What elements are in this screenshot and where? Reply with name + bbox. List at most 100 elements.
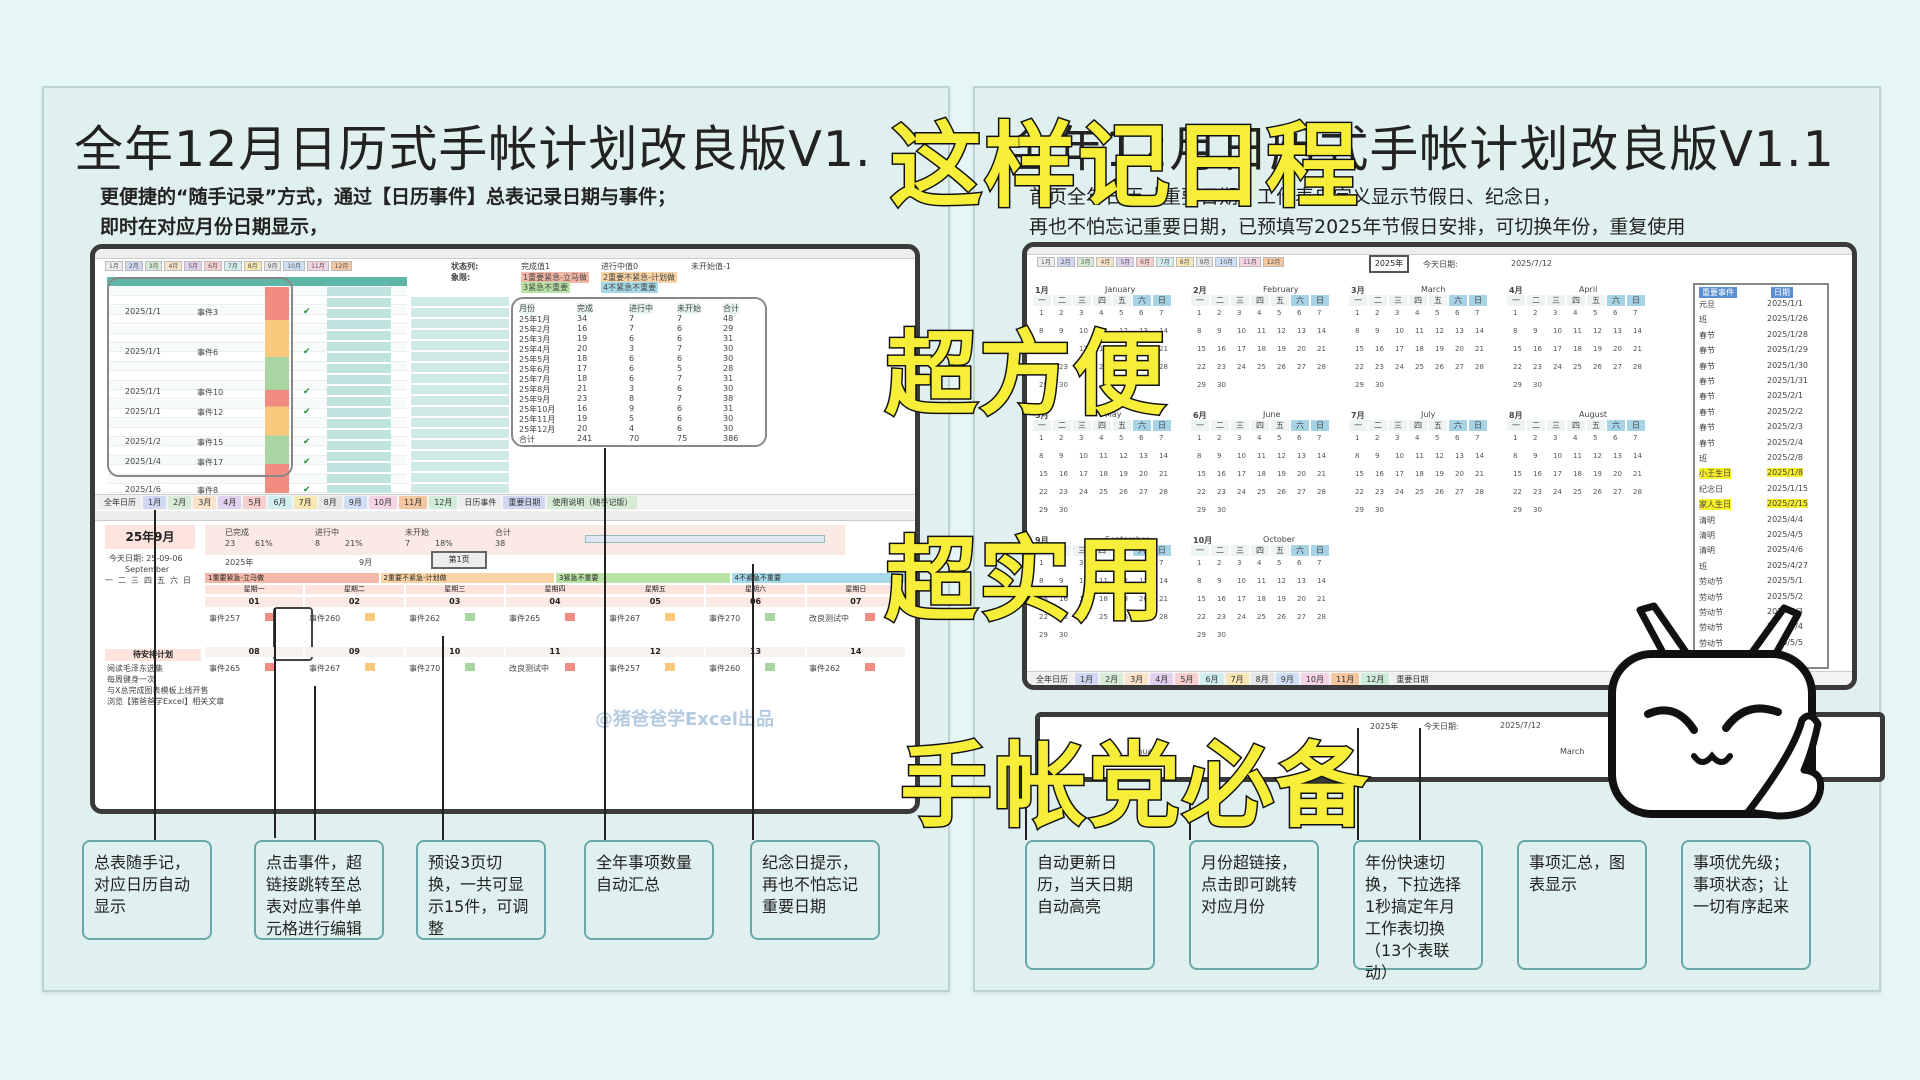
day-event[interactable]: 改良测试中 [509,664,549,673]
sheet-tab-1[interactable]: 1月 [1075,673,1099,685]
sheet-tab-10[interactable]: 10月 [368,496,398,509]
event-name[interactable]: 事件6 [197,348,219,357]
month-cn-label[interactable]: 6月 [1193,411,1207,420]
month-button-1[interactable]: 1月 [1037,257,1055,267]
month-cn-label[interactable]: 9月 [1035,536,1049,545]
sheet-tab-7[interactable]: 7月 [293,496,317,509]
year-dropdown[interactable]: 2025年 [1369,255,1409,273]
month-cn-label[interactable]: 5月 [1035,411,1049,420]
month-button-9[interactable]: 9月 [263,261,282,271]
month-button-8[interactable]: 8月 [1175,257,1194,267]
month-button-6[interactable]: 6月 [1136,257,1154,267]
sheet-tab-15[interactable]: 使用说明（随手记版） [547,496,638,509]
day-event[interactable]: 事件270 [409,664,441,673]
sheet-tab-3[interactable]: 3月 [1125,673,1149,685]
month-button-7[interactable]: 7月 [223,261,242,271]
day-event[interactable]: 事件267 [609,614,641,623]
sheet-tab-4[interactable]: 4月 [218,496,242,509]
month-cn-label[interactable]: 10月 [1193,536,1213,545]
month-button-12[interactable]: 12月 [330,261,353,271]
sheet-tab-0[interactable]: 全年日历 [1031,673,1073,685]
month-cn-label[interactable]: 7月 [1351,411,1365,420]
calendar-day: 4 [1099,309,1104,317]
sheet-tab-5[interactable]: 5月 [243,496,267,509]
sheet-tab-7[interactable]: 7月 [1225,673,1249,685]
day-event[interactable]: 事件270 [709,614,741,623]
event-name[interactable]: 事件8 [197,486,219,495]
sheet-tab-8[interactable]: 8月 [318,496,342,509]
month-cn-label[interactable]: 3月 [1351,286,1365,295]
sheet-tab-3[interactable]: 3月 [193,496,217,509]
sheet-tab-13[interactable]: 重要日期 [1391,673,1434,685]
sheet-tab-11[interactable]: 11月 [399,496,428,509]
month-cn-label[interactable]: 1月 [1035,286,1049,295]
month-button-8[interactable]: 8月 [243,261,262,271]
month-button-5[interactable]: 5月 [1116,257,1135,267]
day-event[interactable]: 事件257 [609,664,641,673]
day-event[interactable]: 事件262 [809,664,841,673]
month-button-11[interactable]: 11月 [1239,257,1261,267]
month-button-10[interactable]: 10月 [1215,257,1238,267]
sheet-tab-14[interactable]: 重要日期 [503,496,546,509]
sheet-tab-5[interactable]: 5月 [1175,673,1199,685]
event-name[interactable]: 事件12 [197,408,224,417]
event-name[interactable]: 事件10 [197,388,224,397]
month-cn-label[interactable]: 8月 [1509,411,1523,420]
month-button-4[interactable]: 4月 [1096,257,1115,267]
sheet-tab-8[interactable]: 8月 [1250,673,1274,685]
sheet-tab-12[interactable]: 12月 [429,496,458,509]
sheet-tab-0[interactable]: 全年日历 [99,496,141,509]
day-event[interactable]: 事件265 [209,664,241,673]
day-event[interactable]: 事件260 [709,664,741,673]
month-button-1[interactable]: 1月 [105,261,123,271]
sheet-tab-12[interactable]: 12月 [1361,673,1390,685]
sheet-tab-6[interactable]: 6月 [1200,673,1224,685]
event-name[interactable]: 事件3 [197,308,219,317]
sheet-tab-10[interactable]: 10月 [1300,673,1330,685]
month-button-2[interactable]: 2月 [1056,257,1075,267]
event-name[interactable]: 事件17 [197,458,224,467]
month-button-9[interactable]: 9月 [1195,257,1214,267]
month-button-11[interactable]: 11月 [307,261,329,271]
month-cn-label[interactable]: 4月 [1509,286,1523,295]
page-switch-dropdown[interactable]: 第1页 [431,551,487,569]
day-event[interactable]: 事件262 [409,614,441,623]
month-button-3[interactable]: 3月 [144,261,163,271]
month-cn-label[interactable]: 2月 [1193,286,1207,295]
month-button-2[interactable]: 2月 [124,261,143,271]
sheet-tab-9[interactable]: 9月 [343,496,367,509]
sheet-tab-11[interactable]: 11月 [1331,673,1360,685]
sheet-tab-4[interactable]: 4月 [1150,673,1174,685]
sheet-tab-13[interactable]: 日历事件 [459,496,502,509]
sheet-tab-2[interactable]: 2月 [1100,673,1124,685]
event-name[interactable]: 事件15 [197,438,224,447]
month-button-7[interactable]: 7月 [1155,257,1174,267]
month-button-3[interactable]: 3月 [1076,257,1095,267]
day-event[interactable]: 事件265 [509,614,541,623]
day-event[interactable]: 事件267 [309,664,341,673]
sheet-tab-6[interactable]: 6月 [268,496,292,509]
day-event[interactable]: 改良测试中 [809,614,849,623]
sheet-tab-2[interactable]: 2月 [168,496,192,509]
month-button-12[interactable]: 12月 [1262,257,1285,267]
month-button-6[interactable]: 6月 [204,261,222,271]
month-button-5[interactable]: 5月 [184,261,203,271]
month-button-10[interactable]: 10月 [283,261,306,271]
day-event[interactable]: 事件260 [309,614,341,623]
sheet-tab-1[interactable]: 1月 [143,496,167,509]
sheet-tab-9[interactable]: 9月 [1275,673,1299,685]
day-event[interactable]: 事件257 [209,614,241,623]
month-button-4[interactable]: 4月 [164,261,183,271]
